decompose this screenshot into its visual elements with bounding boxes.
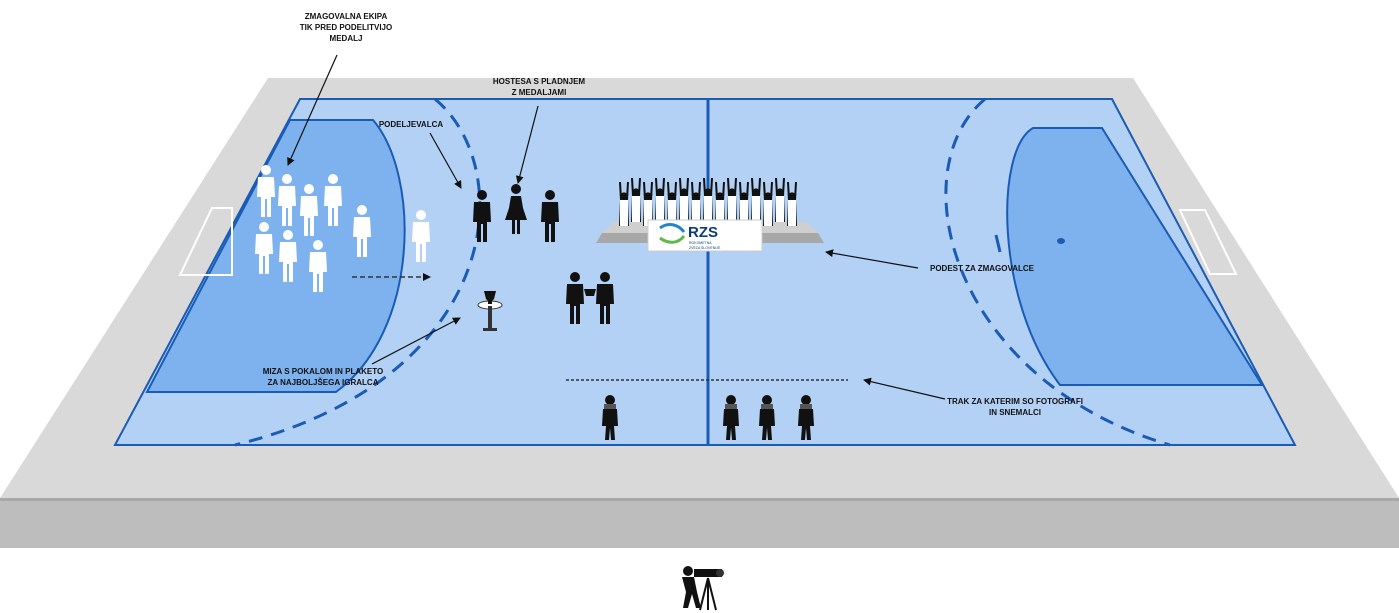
label-photo-line-line2: IN SNEMALCI: [989, 408, 1041, 417]
label-winning-team: ZMAGOVALNA EKIPA TIK PRED PODELITVIJO ME…: [286, 11, 406, 44]
label-hostess: HOSTESA S PLADNJEM Z MEDALJAMI: [484, 76, 594, 98]
label-presenters-text: PODELJEVALCA: [378, 120, 444, 129]
podium-sign-line1: ROKOMETNA: [689, 241, 712, 245]
label-hostess-line2: Z MEDALJAMI: [511, 88, 567, 97]
trophy-table: [477, 291, 503, 331]
podium-sign-brand: RZS: [688, 224, 718, 241]
label-podium-text: PODEST ZA ZMAGOVALCE: [930, 264, 1034, 273]
label-photo-line-line1: TRAK ZA KATERIM SO FOTOGRAFI: [947, 397, 1083, 406]
label-trophy-table: MIZA S POKALOM IN PLAKETO ZA NAJBOLJŠEGA…: [248, 366, 398, 388]
label-winning-team-line3: MEDALJ: [329, 34, 363, 43]
annotation-arrows: [287, 54, 946, 400]
podium-sign-line2: ZVEZA SLOVENIJE: [689, 246, 721, 250]
trophy-icon: [484, 291, 496, 304]
label-winning-team-line1: ZMAGOVALNA EKIPA: [304, 12, 388, 21]
label-hostess-line1: HOSTESA S PLADNJEM: [492, 77, 586, 86]
handshake-figures: [566, 272, 614, 324]
label-presenters: PODELJEVALCA: [371, 119, 451, 130]
camera-tripod-icon: [682, 566, 724, 611]
label-podium: PODEST ZA ZMAGOVALCE: [922, 263, 1042, 274]
label-photo-line: TRAK ZA KATERIM SO FOTOGRAFI IN SNEMALCI: [940, 396, 1090, 418]
label-winning-team-line2: TIK PRED PODELITVIJO: [299, 23, 393, 32]
label-trophy-table-line2: ZA NAJBOLJŠEGA IGRALCA: [267, 378, 379, 387]
winners-podium: RZS ROKOMETNA ZVEZA SLOVENIJE: [596, 178, 824, 252]
label-trophy-table-line1: MIZA S POKALOM IN PLAKETO: [262, 367, 384, 376]
court: [113, 97, 1297, 447]
